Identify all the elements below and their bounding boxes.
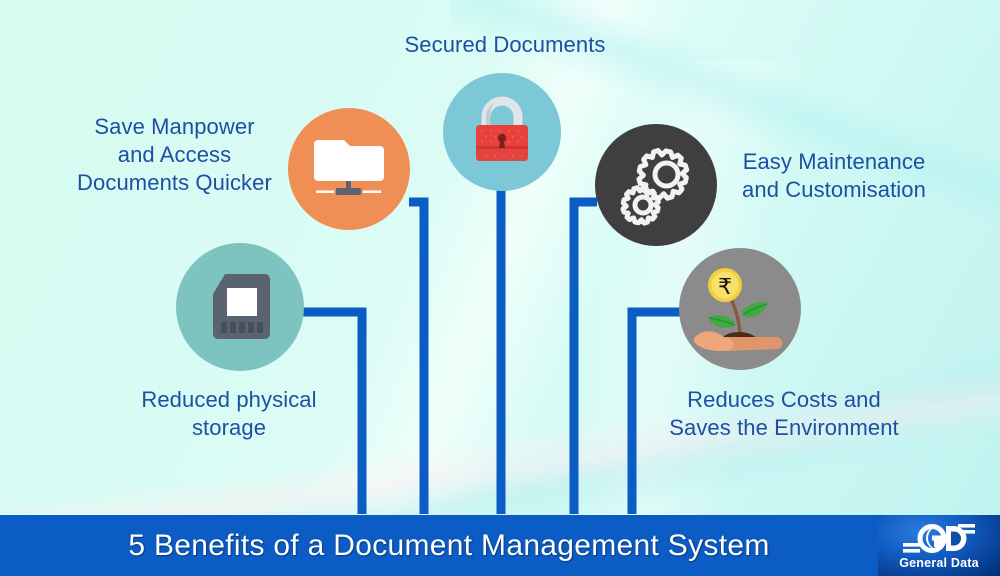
brand-logo[interactable]: General Data xyxy=(878,515,1000,576)
connector-save-manpower xyxy=(409,197,429,514)
benefit-label-secured-documents: Secured Documents xyxy=(404,32,606,57)
page-title: 5 Benefits of a Document Management Syst… xyxy=(128,528,770,562)
connector-reduced-storage xyxy=(278,307,367,514)
connector-reduces-costs xyxy=(627,307,682,514)
connector-easy-maintenance xyxy=(569,197,597,514)
folder-monitor-icon xyxy=(314,140,384,195)
gd-logo-icon xyxy=(903,523,975,553)
benefit-icon-reduced-storage[interactable] xyxy=(176,243,304,371)
benefit-label-easy-maintenance: Easy Maintenance and Customisation xyxy=(742,149,926,203)
rupee-symbol: ₹ xyxy=(718,274,732,299)
benefit-label-reduced-storage: Reduced physical storage xyxy=(141,387,317,441)
benefit-label-reduces-costs: Reduces Costs and Saves the Environment xyxy=(669,387,899,441)
gears-icon xyxy=(620,148,690,226)
benefit-icon-save-manpower[interactable] xyxy=(288,108,410,230)
padlock-icon xyxy=(476,96,528,161)
benefit-icon-easy-maintenance[interactable] xyxy=(595,124,717,246)
benefit-icon-reduces-costs[interactable]: ₹ xyxy=(679,248,801,370)
hand-plant-coin-icon: ₹ xyxy=(694,268,783,351)
title-banner: 5 Benefits of a Document Management Syst… xyxy=(0,515,1000,576)
brand-name: General Data xyxy=(899,555,979,570)
memory-card-icon xyxy=(213,274,270,339)
benefit-icon-secured-documents[interactable] xyxy=(443,73,561,191)
benefit-label-save-manpower: Save Manpower and Access Documents Quick… xyxy=(77,114,272,196)
